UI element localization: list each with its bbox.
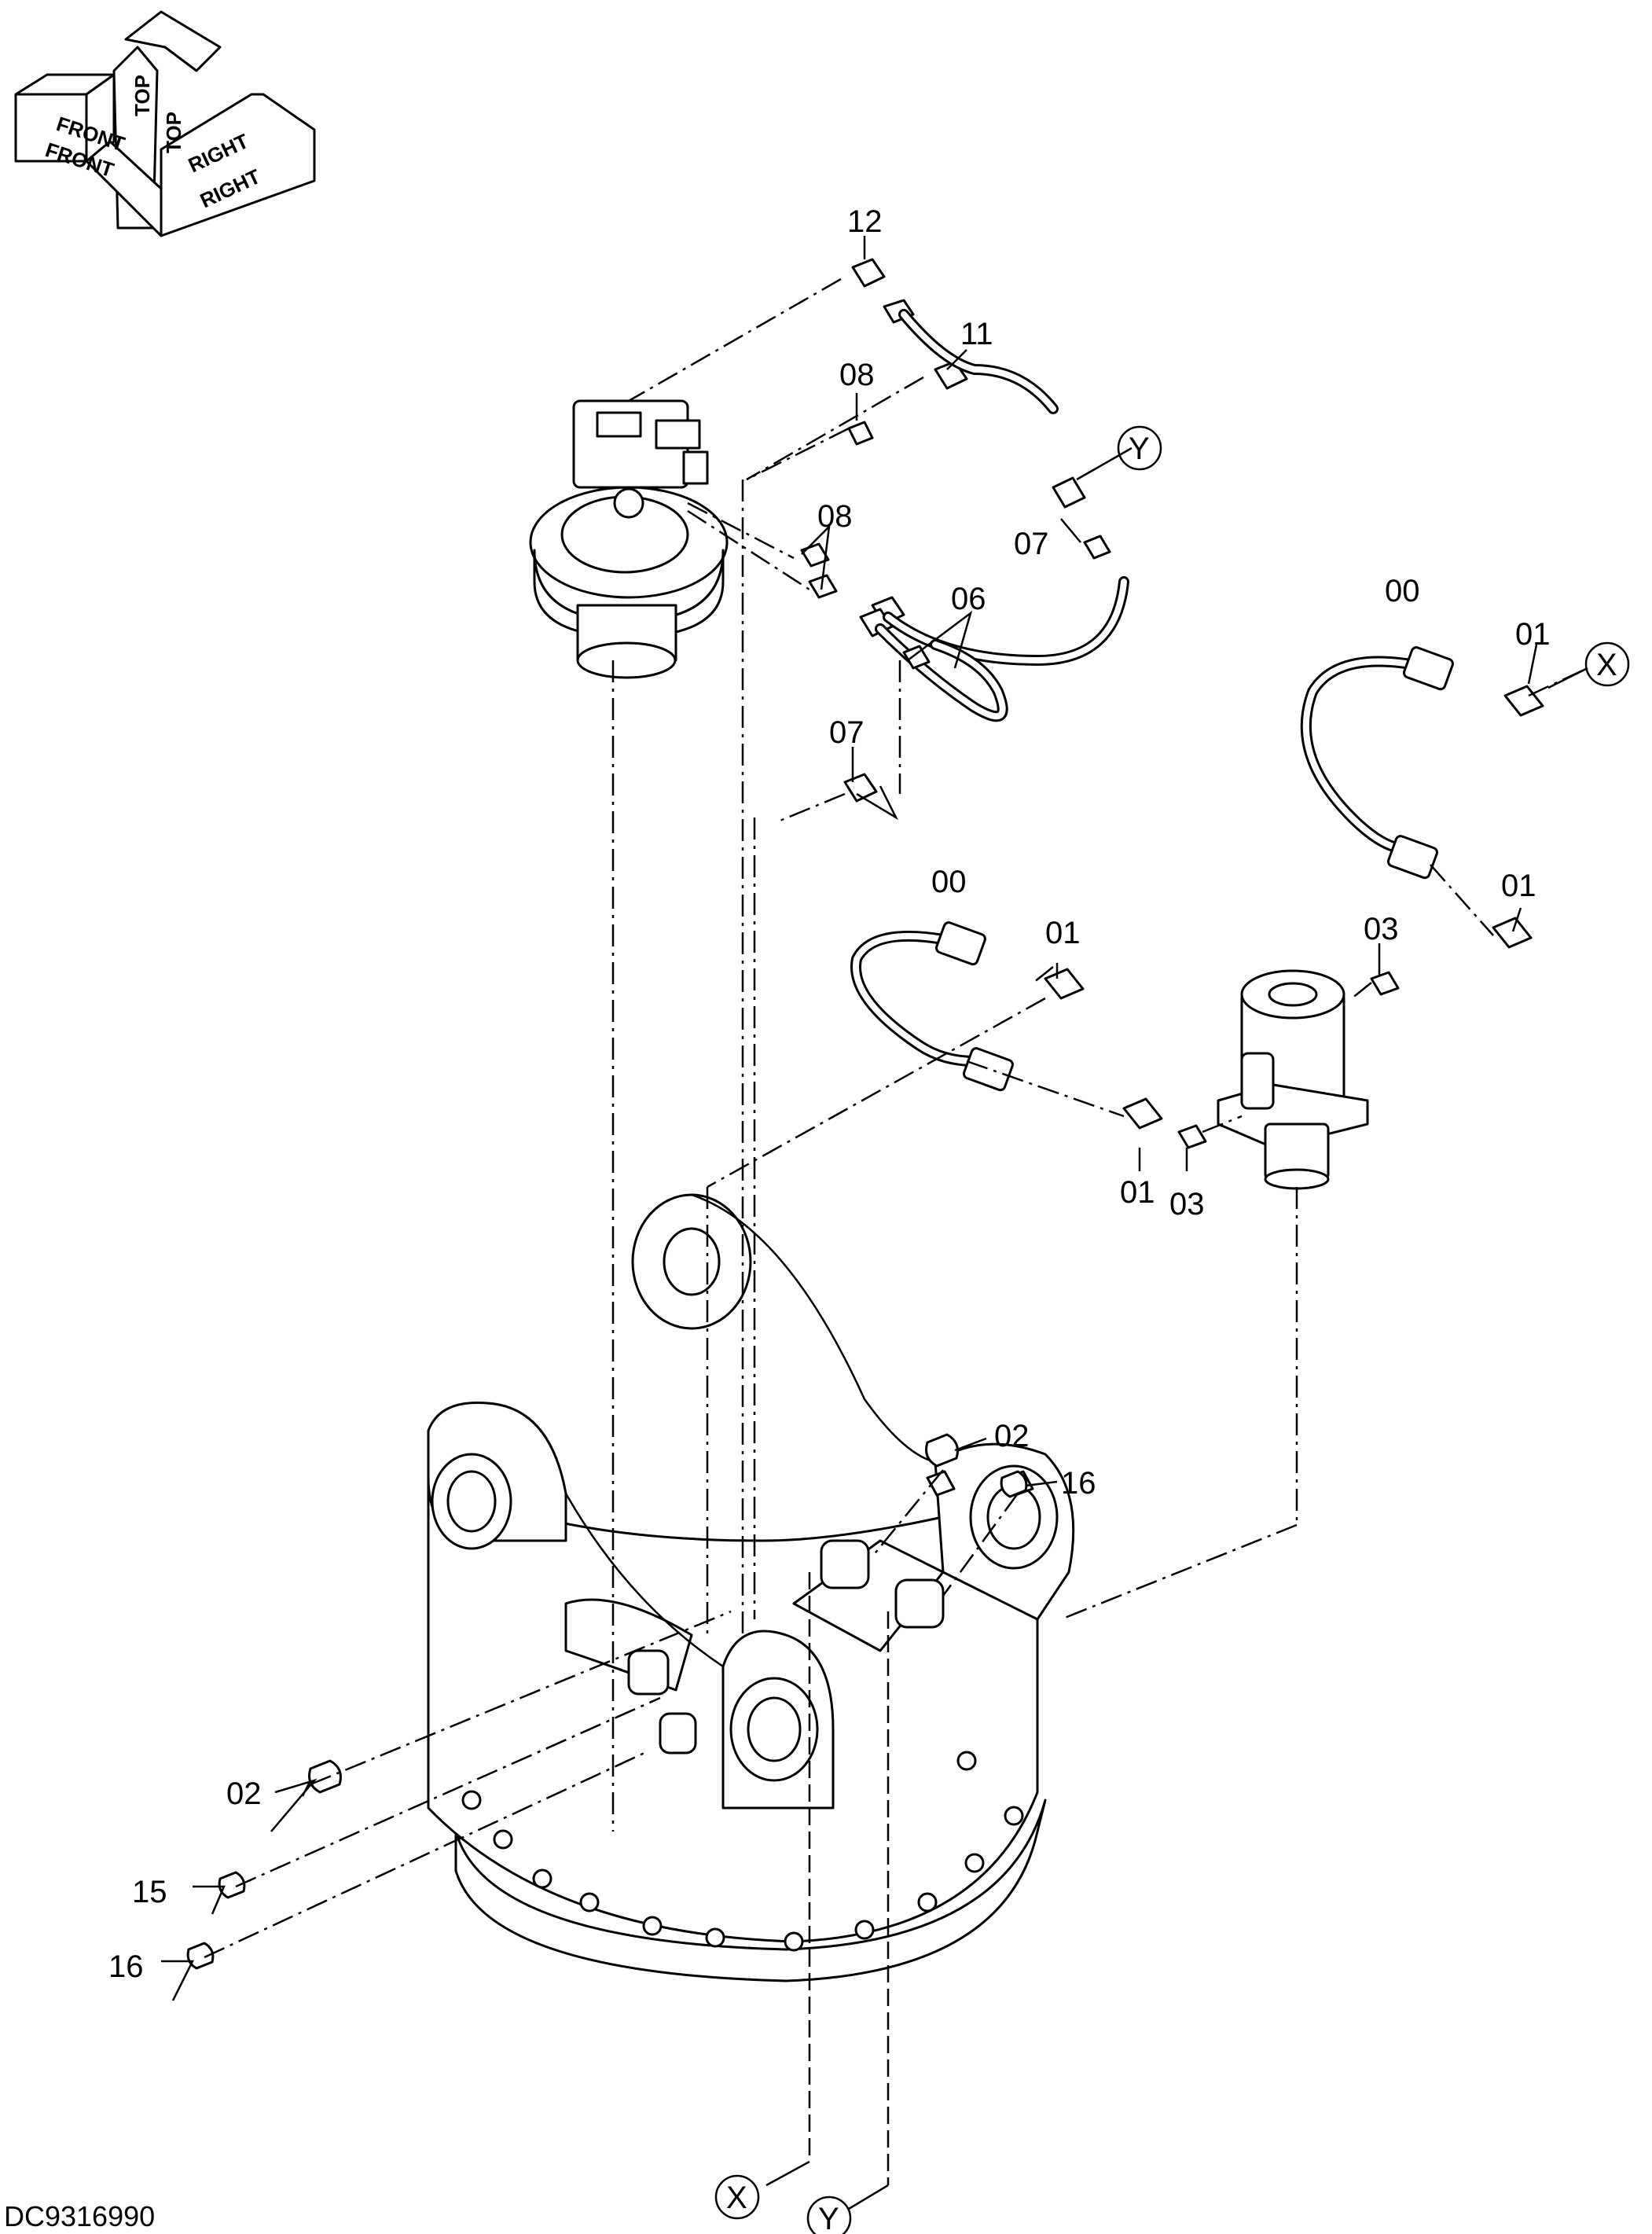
callout-07-top: 07 bbox=[1014, 527, 1049, 561]
callout-ref-y-top: Y bbox=[1129, 432, 1150, 466]
loose-fittings bbox=[186, 1433, 1028, 1970]
callout-06: 06 bbox=[951, 582, 986, 616]
callout-01-left: 01 bbox=[1045, 916, 1081, 950]
motor-fittings bbox=[800, 258, 1129, 803]
callout-08-top: 08 bbox=[839, 358, 875, 392]
callout-labels: 12 11 08 08 06 07 07 Y X 00 00 01 01 01 … bbox=[108, 204, 1617, 2234]
callout-01-bottom: 01 bbox=[1120, 1175, 1155, 1210]
callout-02-lower: 02 bbox=[226, 1777, 262, 1811]
callout-16-lower: 16 bbox=[108, 1949, 144, 1984]
drawing-code: DC9316990 bbox=[4, 2200, 155, 2232]
callout-03-upper: 03 bbox=[1364, 912, 1399, 946]
callout-15: 15 bbox=[132, 1875, 167, 1909]
swivel-joint bbox=[1217, 969, 1369, 1190]
hoses-00 bbox=[850, 646, 1544, 1149]
callout-11: 11 bbox=[960, 317, 993, 351]
orientation-top-label-2: TOP bbox=[162, 112, 185, 153]
swing-motor bbox=[529, 399, 729, 679]
bracket-bolts bbox=[461, 1751, 1024, 1952]
callout-16-upper: 16 bbox=[1061, 1466, 1096, 1501]
callout-ref-x-top: X bbox=[1596, 648, 1617, 682]
callout-leaders bbox=[161, 236, 1538, 2001]
callout-00-upper: 00 bbox=[1385, 574, 1420, 608]
leader-lines bbox=[204, 277, 1588, 2210]
callout-01-right: 01 bbox=[1501, 869, 1536, 903]
callout-07-mid: 07 bbox=[829, 715, 865, 750]
callout-00-lower: 00 bbox=[931, 865, 967, 899]
callout-ref-x-bottom: X bbox=[726, 2181, 747, 2215]
callout-01-upper: 01 bbox=[1515, 617, 1551, 652]
swing-bracket bbox=[427, 1193, 1075, 1982]
callout-03-lower: 03 bbox=[1169, 1187, 1205, 1222]
orientation-symbol: FRONT FRONT TOP TOP RIGHT RIGHT bbox=[14, 10, 316, 237]
callout-08-mid: 08 bbox=[817, 499, 853, 534]
callout-ref-y-bottom: Y bbox=[818, 2202, 839, 2234]
callout-02-upper: 02 bbox=[994, 1419, 1030, 1453]
reference-circles bbox=[714, 425, 1630, 2234]
callout-12: 12 bbox=[847, 204, 883, 239]
orientation-top-label: TOP bbox=[130, 75, 154, 116]
